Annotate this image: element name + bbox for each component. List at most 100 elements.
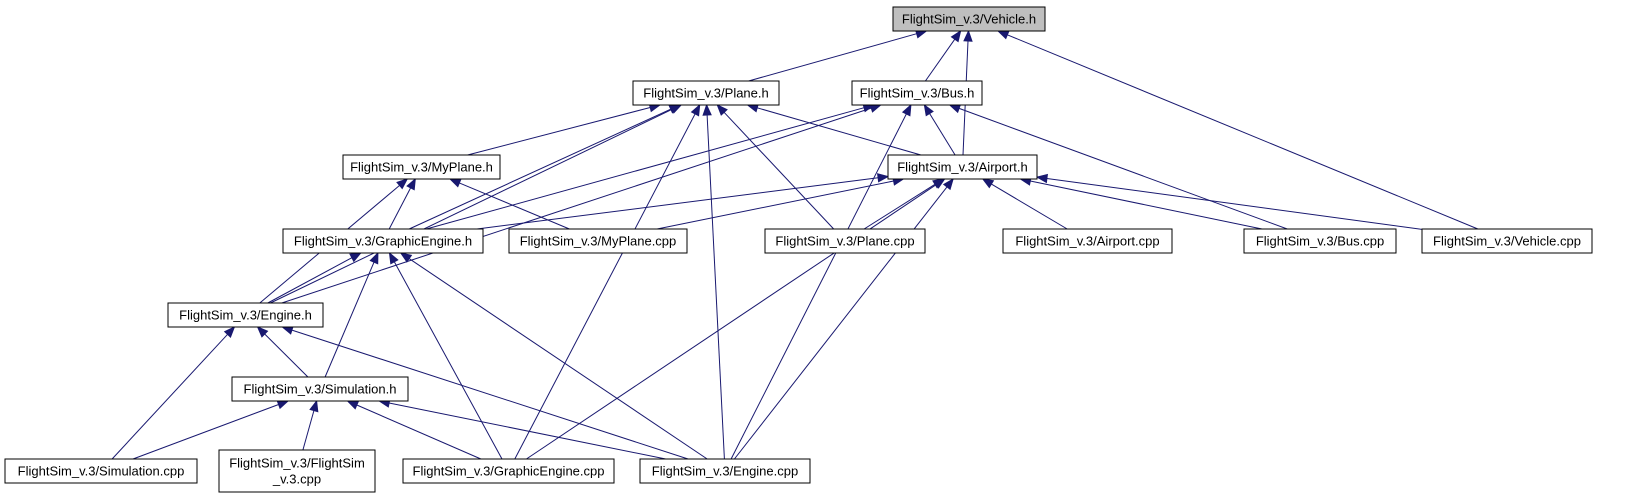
node-box [402,458,615,484]
arrowhead-icon [716,104,728,116]
edge-line [111,333,228,460]
node-airport-cpp[interactable]: FlightSim_v.3/Airport.cpp [1002,228,1173,254]
node-label: FlightSim_v.3/MyPlane.cpp [520,234,677,249]
arrowhead-icon [963,29,973,42]
arrowhead-icon [276,400,290,410]
node-box [282,228,484,254]
node-bus-h[interactable]: FlightSim_v.3/Bus.h [851,80,983,106]
edge-line [393,261,503,460]
node-label: _v.3.cpp [272,472,321,487]
node-myplane-cpp[interactable]: FlightSim_v.3/MyPlane.cpp [508,228,688,254]
arrowhead-icon [690,103,701,117]
edge-line [924,38,956,82]
edge-line [132,404,279,460]
node-label: FlightSim_v.3/Bus.h [860,86,975,101]
node-label: FlightSim_v.3/Airport.h [897,160,1028,175]
node-label: FlightSim_v.3/Bus.cpp [1256,234,1384,249]
node-box [892,6,1046,32]
edge-line [1046,178,1423,230]
edge-line [408,258,708,460]
node-box [167,302,324,328]
node-flightsim-cpp[interactable]: FlightSim_v.3/FlightSim_v.3.cpp [218,449,376,493]
node-myplane-h[interactable]: FlightSim_v.3/MyPlane.h [342,154,501,180]
edge-line [264,333,309,378]
node-plane-cpp[interactable]: FlightSim_v.3/Plane.cpp [764,228,926,254]
edge-line [723,111,835,230]
edge-line [929,113,956,156]
edge-engine_cpp-to-bus_h [730,103,912,460]
edge-vehicle_cpp-to-vehicle_h [996,30,1479,230]
node-box [851,80,983,106]
node-simulation-cpp[interactable]: FlightSim_v.3/Simulation.cpp [4,458,198,484]
node-box [1002,228,1173,254]
edge-line [958,107,1288,230]
edge-line [302,410,315,451]
node-vehicle-h: FlightSim_v.3/Vehicle.h [892,6,1046,32]
arrowhead-icon [702,103,712,116]
node-box [632,80,780,106]
node-simulation-h[interactable]: FlightSim_v.3/Simulation.h [231,376,409,402]
edge-line [514,113,696,460]
edge-line [476,177,879,230]
arrowhead-icon [396,178,409,190]
edge-plane_cpp-to-airport_h [863,178,945,230]
arrowhead-icon [399,252,413,263]
edge-graphicengine_cpp-to-airport_h [526,178,946,460]
edge-line [467,107,651,156]
node-vehicle-cpp[interactable]: FlightSim_v.3/Vehicle.cpp [1421,228,1593,254]
node-label: FlightSim_v.3/Simulation.cpp [18,464,185,479]
edge-vehicle_cpp-to-airport_h [1035,173,1423,230]
node-label: FlightSim_v.3/Airport.cpp [1015,234,1159,249]
edge-engine_cpp-to-graphicengine_h [399,252,708,460]
node-graphicengine-h[interactable]: FlightSim_v.3/GraphicEngine.h [282,228,484,254]
edge-engine_h-to-bus_h [281,103,882,304]
arrowhead-icon [346,400,360,410]
node-box [508,228,688,254]
edge-engine_h-to-plane_h [270,104,683,304]
node-box [218,449,376,493]
edge-line [526,184,937,460]
edge-flightsim_cpp-to-simulation_h [302,399,319,451]
node-bus-cpp[interactable]: FlightSim_v.3/Bus.cpp [1243,228,1397,254]
edge-line [706,114,725,460]
arrowhead-icon [349,252,362,263]
node-airport-h[interactable]: FlightSim_v.3/Airport.h [887,154,1038,180]
edge-line [734,186,948,460]
node-box [1421,228,1593,254]
edge-engine_cpp-to-simulation_h [377,398,666,460]
edge-myplane_cpp-to-myplane_h [448,178,570,230]
node-label: FlightSim_v.3/Vehicle.cpp [1433,234,1581,249]
node-box [4,458,198,484]
edge-line [281,107,872,304]
node-engine-cpp[interactable]: FlightSim_v.3/Engine.cpp [639,458,811,484]
edge-line [291,329,689,460]
edge-line [1030,180,1263,230]
node-label: FlightSim_v.3/Engine.h [179,308,312,323]
node-label: FlightSim_v.3/Plane.h [643,86,769,101]
arrowhead-icon [369,251,379,265]
edge-simulation_h-to-engine_h [256,326,309,378]
node-box [1243,228,1397,254]
arrowhead-icon [406,177,416,191]
edge-line [757,107,922,156]
node-plane-h[interactable]: FlightSim_v.3/Plane.h [632,80,780,106]
edge-plane_h-to-vehicle_h [748,29,928,82]
arrowhead-icon [948,104,962,114]
node-label: FlightSim_v.3/Vehicle.h [902,12,1036,27]
arrowhead-icon [448,178,462,188]
node-layer: FlightSim_v.3/Vehicle.hFlightSim_v.3/Pla… [4,6,1593,493]
edge-graphicengine_h-to-airport_h [476,173,890,230]
edge-line [863,183,936,230]
node-graphicengine-cpp[interactable]: FlightSim_v.3/GraphicEngine.cpp [402,458,615,484]
node-engine-h[interactable]: FlightSim_v.3/Engine.h [167,302,324,328]
edge-line [270,108,673,304]
arrowhead-icon [950,29,962,43]
arrowhead-icon [1035,173,1048,184]
arrowhead-icon [933,178,946,189]
edge-line [356,404,482,460]
node-label: FlightSim_v.3/Simulation.h [244,382,397,397]
node-box [342,154,501,180]
arrowhead-icon [901,103,912,117]
edge-line [1007,34,1479,230]
edge-line [730,113,907,460]
